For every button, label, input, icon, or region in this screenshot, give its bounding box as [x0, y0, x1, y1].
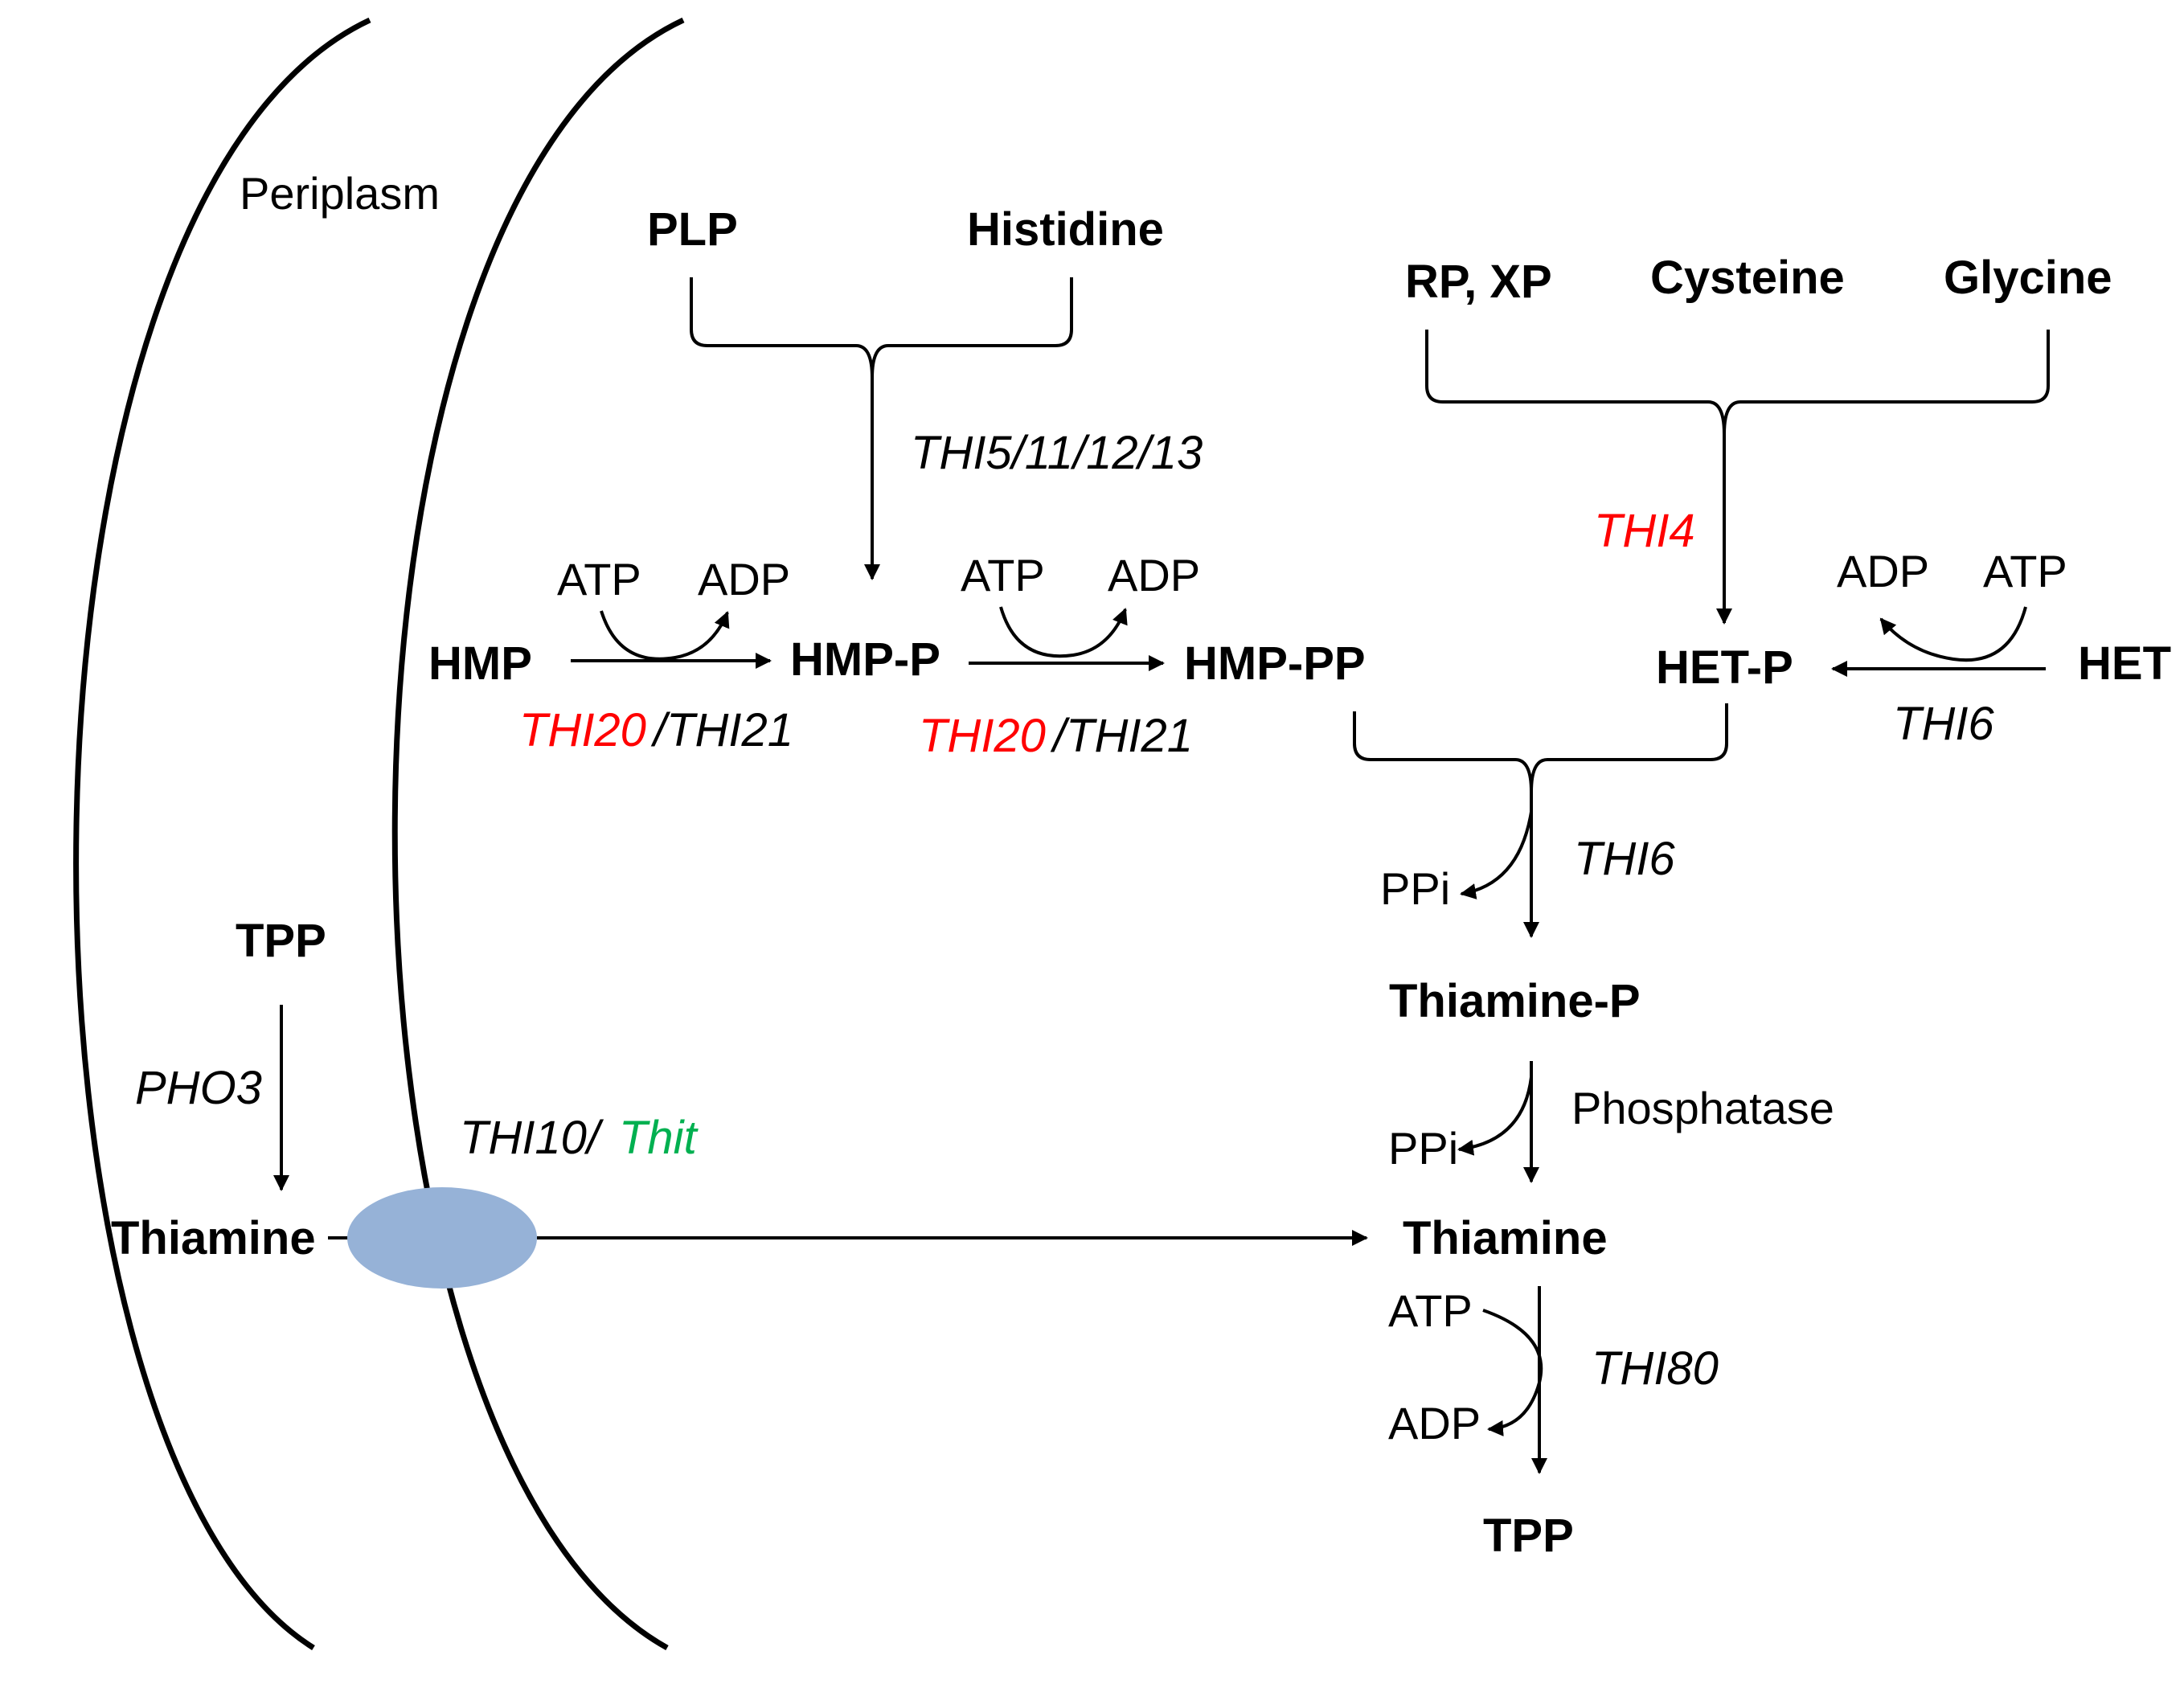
thiamine-p-label: Thiamine-P: [1389, 975, 1641, 1027]
atp-label: ATP: [557, 554, 641, 604]
rp-xp-label: RP, XP: [1405, 256, 1552, 308]
plp-histidine-bracket: [690, 277, 1073, 379]
hmp-label: HMP: [428, 637, 532, 690]
plp-label: PLP: [647, 203, 738, 256]
atp-adp-curve: [999, 606, 1128, 658]
thiamine-transporter: [347, 1187, 537, 1289]
thit-enzyme-highlighted: Thit: [619, 1112, 699, 1164]
cysteine-label: Cysteine: [1650, 252, 1845, 304]
adp-label: ADP: [1388, 1398, 1481, 1448]
phosphatase-enzyme: Phosphatase: [1571, 1083, 1834, 1133]
atp-label: ATP: [1388, 1285, 1473, 1336]
thi80-enzyme: THI80: [1592, 1342, 1719, 1395]
thiamine-cytosol-label: Thiamine: [1403, 1212, 1608, 1264]
ppi-release-curve: [1457, 1076, 1533, 1156]
tpp-periplasm-label: TPP: [236, 915, 326, 967]
thi20-enzyme-highlighted: THI20: [919, 710, 1046, 762]
glycine-label: Glycine: [1944, 252, 2112, 304]
atp-label: ATP: [961, 550, 1045, 600]
thi4-enzyme: THI4: [1594, 505, 1695, 557]
outer-membrane: [73, 17, 371, 1650]
thi20-enzyme-highlighted: THI20: [519, 704, 646, 756]
pho3-enzyme: PHO3: [135, 1062, 262, 1114]
inner-membrane: [391, 17, 685, 1651]
het-precursor-bracket: [1425, 330, 2050, 435]
adp-label: ADP: [1108, 550, 1200, 600]
hmp-pp-het-p-bracket: [1353, 703, 1728, 793]
thiamine-periplasm-label: Thiamine: [111, 1212, 316, 1264]
ppi-release-curve: [1460, 811, 1533, 899]
adp-label: ADP: [698, 554, 790, 604]
thi6-enzyme: THI6: [1893, 698, 1994, 750]
thi5-11-12-13-enzyme: THI5/11/12/13: [911, 427, 1203, 479]
atp-adp-curve: [600, 610, 730, 661]
thi6-enzyme: THI6: [1574, 833, 1675, 885]
het-label: HET: [2078, 637, 2171, 690]
hmp-pp-label: HMP-PP: [1184, 637, 1366, 690]
hmp-p-label: HMP-P: [790, 633, 940, 686]
thi10-enzyme: THI10/: [460, 1112, 604, 1164]
tpp-cytosol-label: TPP: [1483, 1510, 1574, 1562]
thi21-enzyme: /THI21: [650, 704, 793, 756]
atp-label: ATP: [1983, 546, 2067, 596]
ppi-label: PPi: [1388, 1123, 1458, 1174]
atp-adp-curve: [1879, 606, 2027, 662]
adp-label: ADP: [1837, 546, 1929, 596]
histidine-label: Histidine: [967, 203, 1164, 256]
atp-adp-curve: [1482, 1309, 1543, 1436]
thi21-enzyme: /THI21: [1050, 710, 1193, 762]
ppi-label: PPi: [1380, 863, 1450, 914]
periplasm-label: Periplasm: [240, 168, 440, 219]
het-p-label: HET-P: [1656, 641, 1793, 694]
